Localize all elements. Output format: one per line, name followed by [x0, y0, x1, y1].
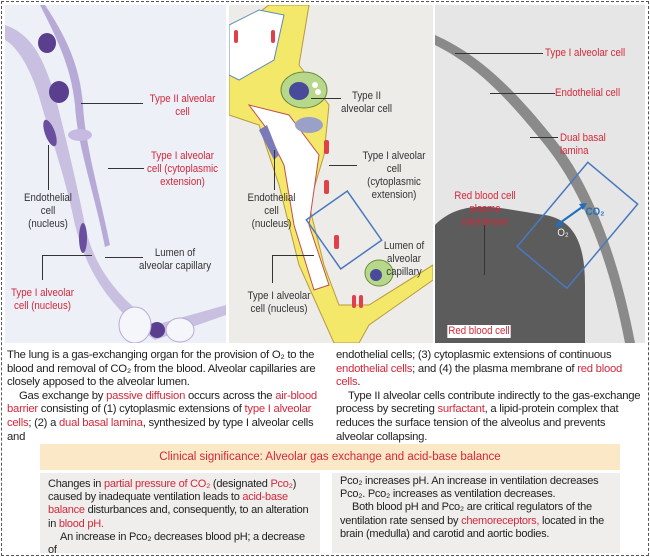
text-run: ) caused by inadequate ventilation leads…: [48, 478, 297, 504]
highlighted-term: Pco₂: [270, 478, 293, 490]
text-run: Type II alveolar cells contribute indire…: [336, 389, 641, 416]
clinical-box-right: Pco₂ increases pH. An increase in ventil…: [332, 473, 620, 553]
text-run: located in the brain (medulla) and carot…: [340, 514, 604, 540]
text-run: consisting of (1) cytoplasmic extensions…: [37, 403, 245, 416]
highlighted-term: acid-base balance: [48, 491, 288, 517]
highlighted-term: type I alveolar cells: [7, 403, 312, 429]
text-run: occurs across the: [185, 389, 276, 402]
o2-label: O₂: [557, 227, 569, 239]
paragraph: endothelial cells; (3) cytoplasmic exten…: [336, 349, 644, 390]
text-run: .: [357, 376, 361, 389]
electron-micrograph-panel: Type I alveolar cell Endothelial cell Du…: [435, 5, 645, 343]
highlighted-term: passive diffusion: [106, 389, 186, 402]
clinical-significance-title: Clinical significance: Alveolar gas exch…: [40, 444, 620, 470]
paragraph: An increase in Pco₂ decreases blood pH; …: [48, 531, 312, 557]
highlighted-term: red blood cells: [336, 362, 623, 389]
body-text-right: endothelial cells; (3) cytoplasmic exten…: [336, 349, 644, 444]
em-label-rbc: Red blood cell: [447, 325, 511, 338]
text-run: An increase in Pco₂ decreases blood pH; …: [48, 530, 305, 557]
text-run: The lung is a gas-exchanging organ for t…: [7, 349, 316, 389]
highlighted-term: surfactant: [437, 403, 485, 416]
clinical-box-left: Changes in partial pressure of CO₂ (desi…: [40, 473, 320, 556]
co2-label: CO₂: [585, 206, 605, 218]
text-run: ; and (4) the plasma membrane of: [412, 362, 578, 375]
highlighted-term: dual basal lamina: [59, 416, 143, 429]
paragraph: Pco₂ increases pH. An increase in ventil…: [340, 475, 612, 501]
body-text-left: The lung is a gas-exchanging organ for t…: [7, 349, 322, 444]
paragraph: Changes in partial pressure of CO₂ (desi…: [48, 478, 312, 531]
highlighted-term: blood pH.: [58, 517, 104, 530]
em-label-dual-basal-lamina: Dual basal lamina: [560, 132, 606, 157]
em-label-type1: Type I alveolar cell: [545, 47, 626, 59]
text-run: ; (2) a: [28, 416, 60, 429]
paragraph: Both blood pH and Pco₂ are critical regu…: [340, 501, 612, 541]
text-run: (designated: [210, 478, 271, 490]
electron-micrograph-image: [435, 5, 645, 343]
text-run: Both blood pH and Pco₂ are critical regu…: [340, 501, 592, 527]
highlighted-term: chemoreceptors,: [461, 514, 540, 527]
light-micrograph-image: [5, 5, 226, 343]
text-run: , a lipid-protein complex that reduces t…: [336, 403, 619, 443]
highlighted-term: endothelial cells: [336, 362, 413, 375]
text-run: endothelial cells; (3) cytoplasmic exten…: [336, 349, 612, 361]
em-label-endothelial: Endothelial cell: [555, 87, 621, 99]
text-run: disturbances and, consequently, to an al…: [48, 504, 309, 530]
paragraph: The lung is a gas-exchanging organ for t…: [7, 349, 322, 390]
paragraph: Gas exchange by passive diffusion occurs…: [7, 390, 322, 444]
alveolar-wall-diagram: [229, 5, 433, 343]
highlighted-term: partial pressure of CO₂: [103, 478, 211, 490]
text-run: Gas exchange by: [19, 389, 107, 402]
paragraph: Type II alveolar cells contribute indire…: [336, 390, 644, 444]
highlighted-term: air-blood barrier: [7, 389, 317, 416]
text-run: , synthesized by type I alveolar cells a…: [7, 416, 314, 443]
text-run: Pco₂ increases pH. An increase in ventil…: [340, 475, 599, 501]
text-run: Changes in: [48, 478, 104, 490]
